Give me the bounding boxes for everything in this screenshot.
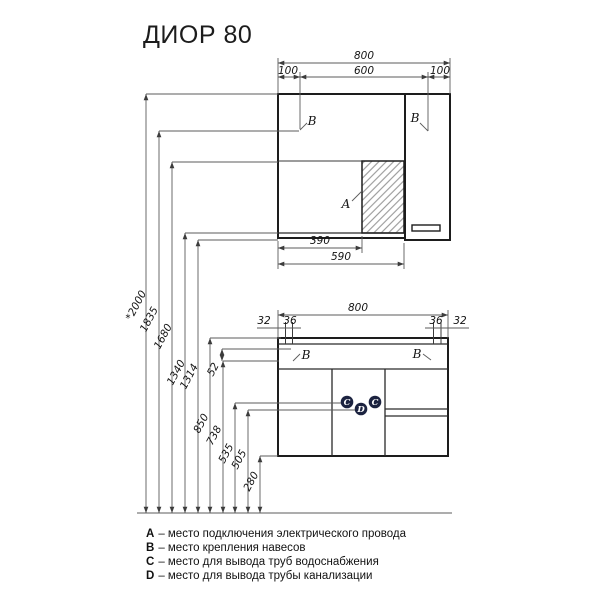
door-handle <box>411 224 441 232</box>
legend-line-c: C – место для вывода труб водоснабжения <box>146 556 379 568</box>
leader-b-lower-left <box>292 353 301 362</box>
legend-key-a: A <box>146 528 154 540</box>
dim-590: 590 <box>331 251 351 263</box>
callout-b-lower-right: B <box>412 347 422 361</box>
mirror-cabinet: A B B <box>277 93 451 241</box>
legend-key-d: D <box>146 570 154 582</box>
height-label-280: 280 <box>241 470 261 494</box>
page-title: ДИОР 80 <box>143 21 252 49</box>
callout-b-upper-right: B <box>410 111 420 125</box>
callout-a: A <box>341 197 351 211</box>
dim-32-left: 32 <box>257 315 271 327</box>
vanity-cabinet: B B C D C <box>277 322 449 457</box>
marker-c-right-circle <box>368 395 382 409</box>
dim-100-left: 100 <box>278 65 298 77</box>
leader-a <box>351 190 363 202</box>
dim-32-right: 32 <box>453 315 467 327</box>
height-dimensions: 52 *2000 1835 1680 1340 1314 850 738 535… <box>124 93 452 514</box>
marker-c-left-circle <box>340 395 354 409</box>
mirror-cabinet-top-dimensions: 800 100 600 100 <box>277 50 451 131</box>
height-label-850: 850 <box>191 412 211 436</box>
legend-text-c: – место для вывода труб водоснабжения <box>158 556 378 568</box>
dim-100-right: 100 <box>430 65 450 77</box>
mirror-cabinet-side-column <box>404 93 451 241</box>
callout-b-lower-left: B <box>301 348 311 362</box>
legend-text-d: – место для вывода трубы канализации <box>158 570 372 582</box>
marker-d-label: D <box>356 405 365 415</box>
dim-36-left: 36 <box>283 315 297 327</box>
height-label-738: 738 <box>204 424 224 448</box>
dim-800-upper: 800 <box>354 50 374 62</box>
mirror-cabinet-bottom-dimensions: 390 590 <box>277 235 405 269</box>
dim-390: 390 <box>310 235 330 247</box>
legend-line-d: D – место для вывода трубы канализации <box>146 570 372 582</box>
legend-line-b: B – место крепления навесов <box>146 542 306 554</box>
callout-b-upper-left: B <box>307 114 317 128</box>
dim-36-right: 36 <box>429 315 443 327</box>
legend-key-b: B <box>146 542 154 554</box>
vanity-top-dimensions: 800 32 36 36 32 <box>257 302 469 338</box>
dim-600: 600 <box>354 65 374 77</box>
legend-line-a: A – место подключения электрического пров… <box>146 528 407 540</box>
marker-c-right-label: C <box>372 398 379 408</box>
leader-b-lower-right <box>422 353 432 361</box>
hatch-area-a-electrical <box>361 160 405 234</box>
vanity-body <box>277 337 449 457</box>
dim-52-label: 52 <box>205 361 222 379</box>
marker-c-left-label: C <box>344 398 351 408</box>
legend-text-a: – место подключения электрического прово… <box>158 528 406 540</box>
legend: A – место подключения электрического пров… <box>146 528 407 582</box>
leader-b-upper-right <box>419 122 429 132</box>
leader-b-upper-left <box>299 122 308 131</box>
dim-800-lower: 800 <box>348 302 368 314</box>
legend-key-c: C <box>146 556 154 568</box>
legend-text-b: – место крепления навесов <box>158 542 305 554</box>
height-label-1835: 1835 <box>138 305 161 335</box>
marker-d-circle <box>354 402 368 416</box>
